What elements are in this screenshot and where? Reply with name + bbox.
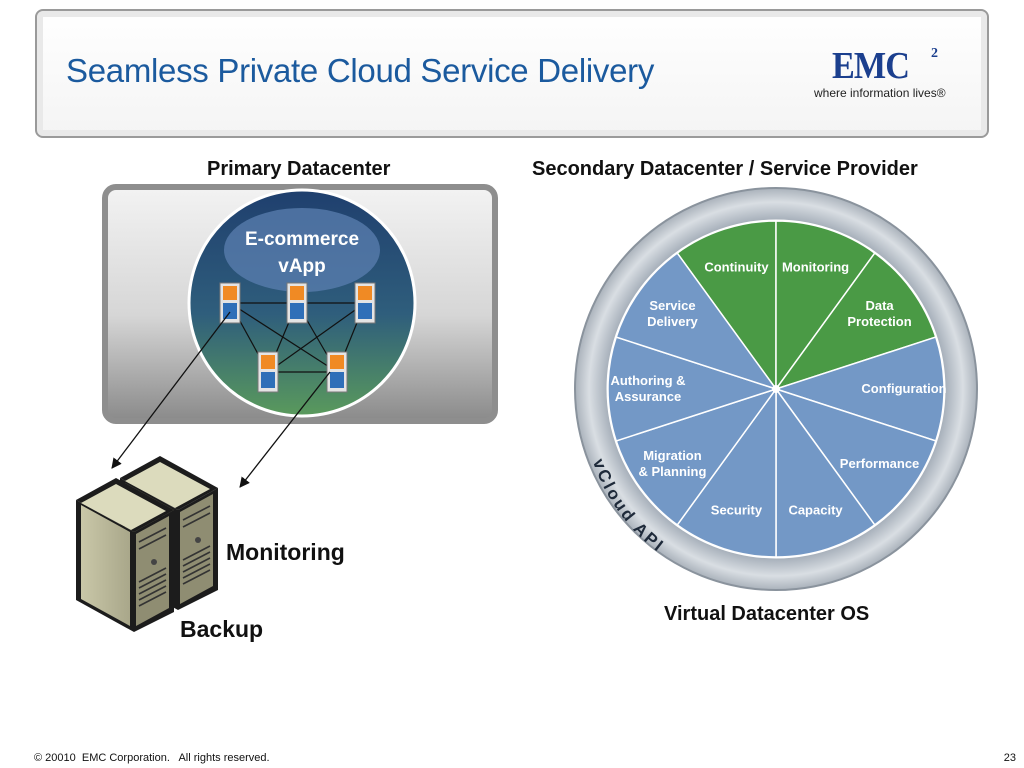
wheel-segment-label: Migration& Planning xyxy=(639,448,707,479)
wheel-segment-label: Authoring &Assurance xyxy=(610,373,685,404)
logo-tagline: where information lives® xyxy=(814,86,946,100)
vm-icon xyxy=(257,351,279,393)
backup-server-label: Backup xyxy=(180,616,264,642)
emc-logo: EMC 2 where information lives® xyxy=(810,44,956,104)
wheel-segment xyxy=(774,387,937,526)
wheel-segment xyxy=(775,220,876,392)
server-tower-icon xyxy=(76,478,174,632)
vm-icon xyxy=(354,282,376,324)
wheel-segment xyxy=(774,252,937,391)
monitoring-server-label: Monitoring xyxy=(226,539,345,565)
wheel-hub xyxy=(772,385,780,393)
copyright-footer: © 20010 EMC Corporation. All rights rese… xyxy=(34,752,270,764)
ecommerce-vapp: E-commerce vApp xyxy=(187,188,417,418)
arrow-to-backup xyxy=(111,311,231,469)
vm-icon xyxy=(286,282,308,324)
primary-datacenter-heading: Primary Datacenter xyxy=(207,158,391,180)
slide-title: Seamless Private Cloud Service Delivery xyxy=(66,52,655,89)
wheel-segment xyxy=(615,252,778,391)
wheel-segment xyxy=(676,220,777,392)
wheel-segment xyxy=(676,386,777,558)
arrow-to-monitoring xyxy=(239,371,331,488)
secondary-datacenter-heading: Secondary Datacenter / Service Provider xyxy=(532,158,918,180)
vapp-title-line1: E-commerce xyxy=(245,229,359,250)
wheel-segment xyxy=(773,336,945,442)
wheel-segment-label: Performance xyxy=(840,456,919,471)
wheel-segment-label: Continuity xyxy=(704,259,769,274)
logo-wordmark: EMC xyxy=(832,45,910,87)
wheel-segment-label: Monitoring xyxy=(782,259,849,274)
wheel-segment xyxy=(607,336,779,442)
vapp-title-line2: vApp xyxy=(278,256,326,277)
vm-icon xyxy=(326,351,348,393)
wheel-segment xyxy=(615,387,778,526)
page-number: 23 xyxy=(1003,752,1016,764)
vm-icon xyxy=(219,282,241,324)
title-banner xyxy=(35,9,989,138)
wheel-segment xyxy=(775,386,876,558)
wheel-segment-label: Security xyxy=(711,503,763,518)
virtual-datacenter-os-label: Virtual Datacenter OS xyxy=(664,603,870,625)
wheel-segment-label: Configuration xyxy=(861,381,946,396)
wheel-segment-label: Capacity xyxy=(788,503,843,518)
logo-superscript: 2 xyxy=(931,46,938,61)
vapp-highlight xyxy=(224,208,380,292)
